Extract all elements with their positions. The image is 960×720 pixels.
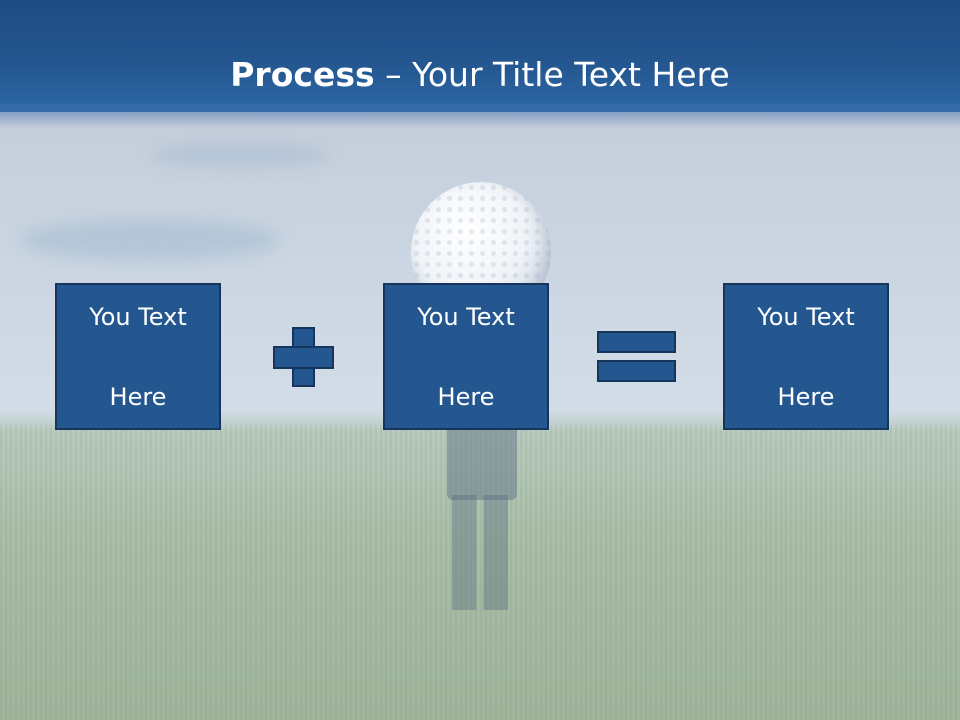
header-bar: [0, 0, 960, 112]
box-3-line-1: You Text: [757, 302, 855, 331]
equals-icon: [597, 360, 676, 382]
header-fade: [0, 104, 960, 128]
title-bold: Process: [230, 55, 375, 94]
grass-background: [0, 425, 960, 720]
box-1-line-1: You Text: [89, 302, 187, 331]
slide-title[interactable]: Process – Your Title Text Here: [0, 52, 960, 98]
box-3-line-2: Here: [777, 382, 835, 411]
box-1-line-2: Here: [109, 382, 167, 411]
figure-legs: [452, 495, 508, 610]
equals-icon: [597, 331, 676, 353]
box-2-line-2: Here: [437, 382, 495, 411]
cloud-wisp: [150, 145, 330, 165]
cloud-wisp: [20, 220, 280, 260]
box-2-line-1: You Text: [417, 302, 515, 331]
plus-icon: [294, 348, 313, 367]
title-rest: – Your Title Text Here: [374, 55, 730, 94]
